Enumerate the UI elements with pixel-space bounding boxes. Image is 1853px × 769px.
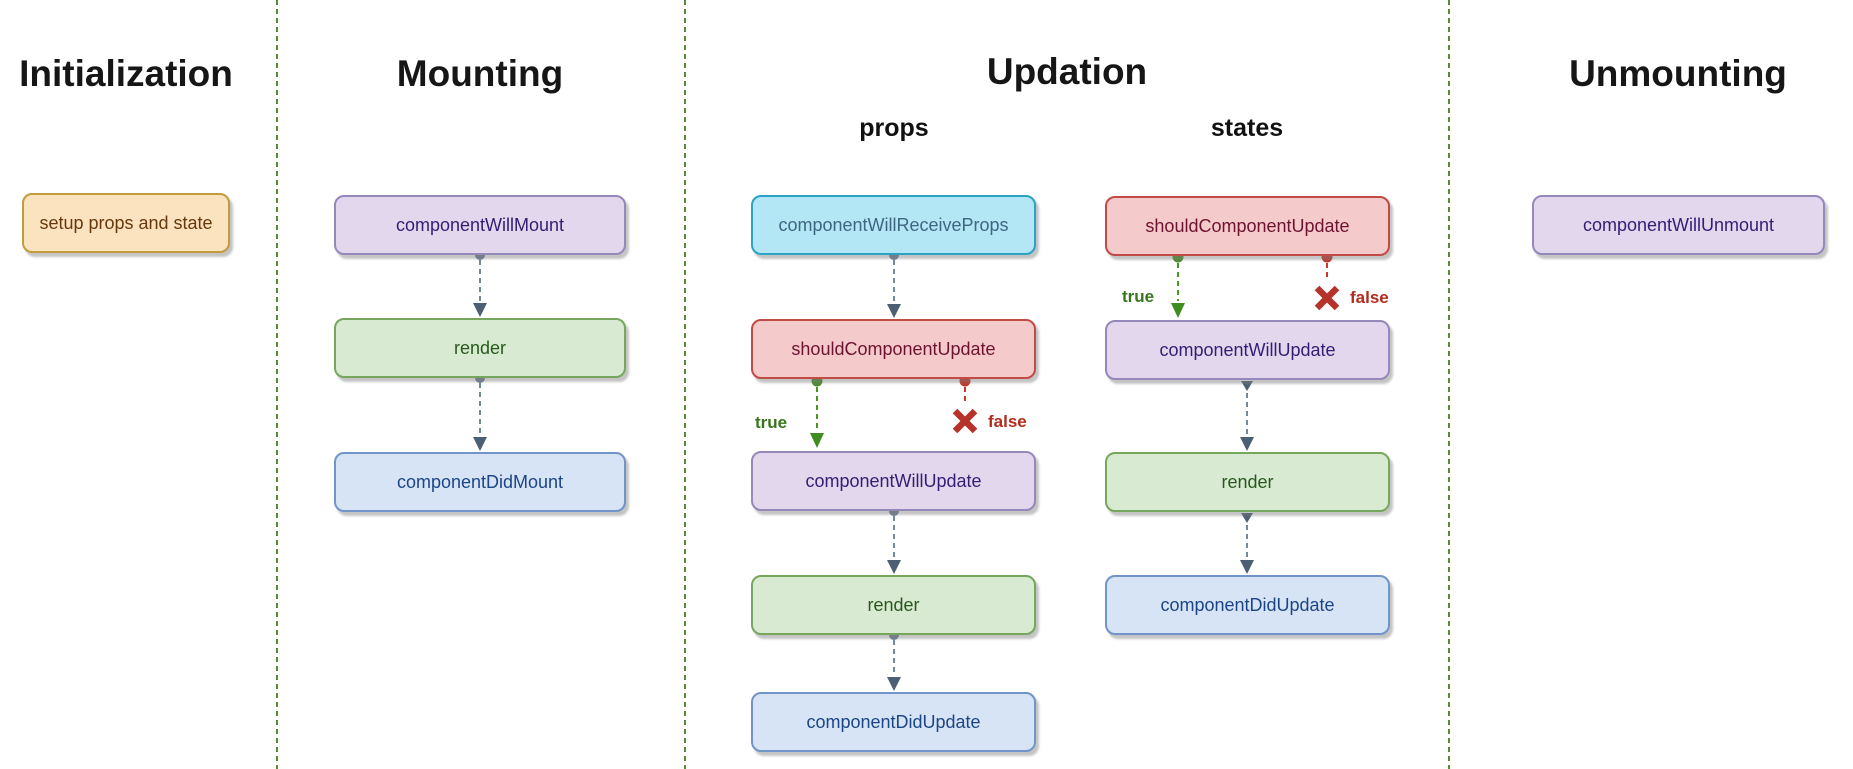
connector-willmount-render [473, 250, 487, 317]
subsection-title-props: props [859, 114, 929, 142]
node-componentwillmount: componentWillMount [334, 195, 626, 255]
branch-label-true-props: true [754, 413, 788, 432]
column-separator [1448, 0, 1450, 769]
node-componentwillupdate-states: componentWillUpdate [1105, 320, 1390, 380]
branch-label-false-props: false [988, 412, 1027, 431]
connector-receiveprops-shouldupdate [887, 250, 901, 318]
section-title-updation: Updation [986, 51, 1148, 92]
section-title-initialization: Initialization [19, 53, 233, 94]
node-setup-props-and-state: setup props and state [22, 193, 230, 253]
node-componentwillunmount: componentWillUnmount [1532, 195, 1825, 255]
branch-label-false-states: false [1350, 288, 1389, 307]
node-componentwillupdate-props: componentWillUpdate [751, 451, 1036, 511]
connector-true-states [1171, 251, 1185, 318]
connector-render-didupdate-states [1240, 513, 1254, 574]
connector-true-props [810, 375, 824, 448]
connector-willupdate-render-states [1240, 381, 1254, 451]
x-icon [952, 408, 978, 434]
node-componentdidupdate-props: componentDidUpdate [751, 692, 1036, 752]
node-render-props: render [751, 575, 1036, 635]
connector-false-props [952, 375, 978, 434]
node-shouldcomponentupdate-props: shouldComponentUpdate [751, 319, 1036, 379]
connector-render-didmount [473, 373, 487, 451]
branch-label-true-states: true [1121, 287, 1155, 306]
column-separator [684, 0, 686, 769]
node-render-mounting: render [334, 318, 626, 378]
column-separator [276, 0, 278, 769]
node-render-states: render [1105, 452, 1390, 512]
node-shouldcomponentupdate-states: shouldComponentUpdate [1105, 196, 1390, 256]
section-title-unmounting: Unmounting [1569, 53, 1787, 94]
node-componentwillreceiveprops: componentWillReceiveProps [751, 195, 1036, 255]
section-title-mounting: Mounting [396, 53, 564, 94]
x-icon [1314, 285, 1340, 311]
connector-render-didupdate-props [887, 630, 901, 691]
connector-false-states [1314, 251, 1340, 311]
subsection-title-states: states [1210, 114, 1284, 142]
connector-willupdate-render-props [887, 506, 901, 574]
node-componentdidmount: componentDidMount [334, 452, 626, 512]
node-componentdidupdate-states: componentDidUpdate [1105, 575, 1390, 635]
